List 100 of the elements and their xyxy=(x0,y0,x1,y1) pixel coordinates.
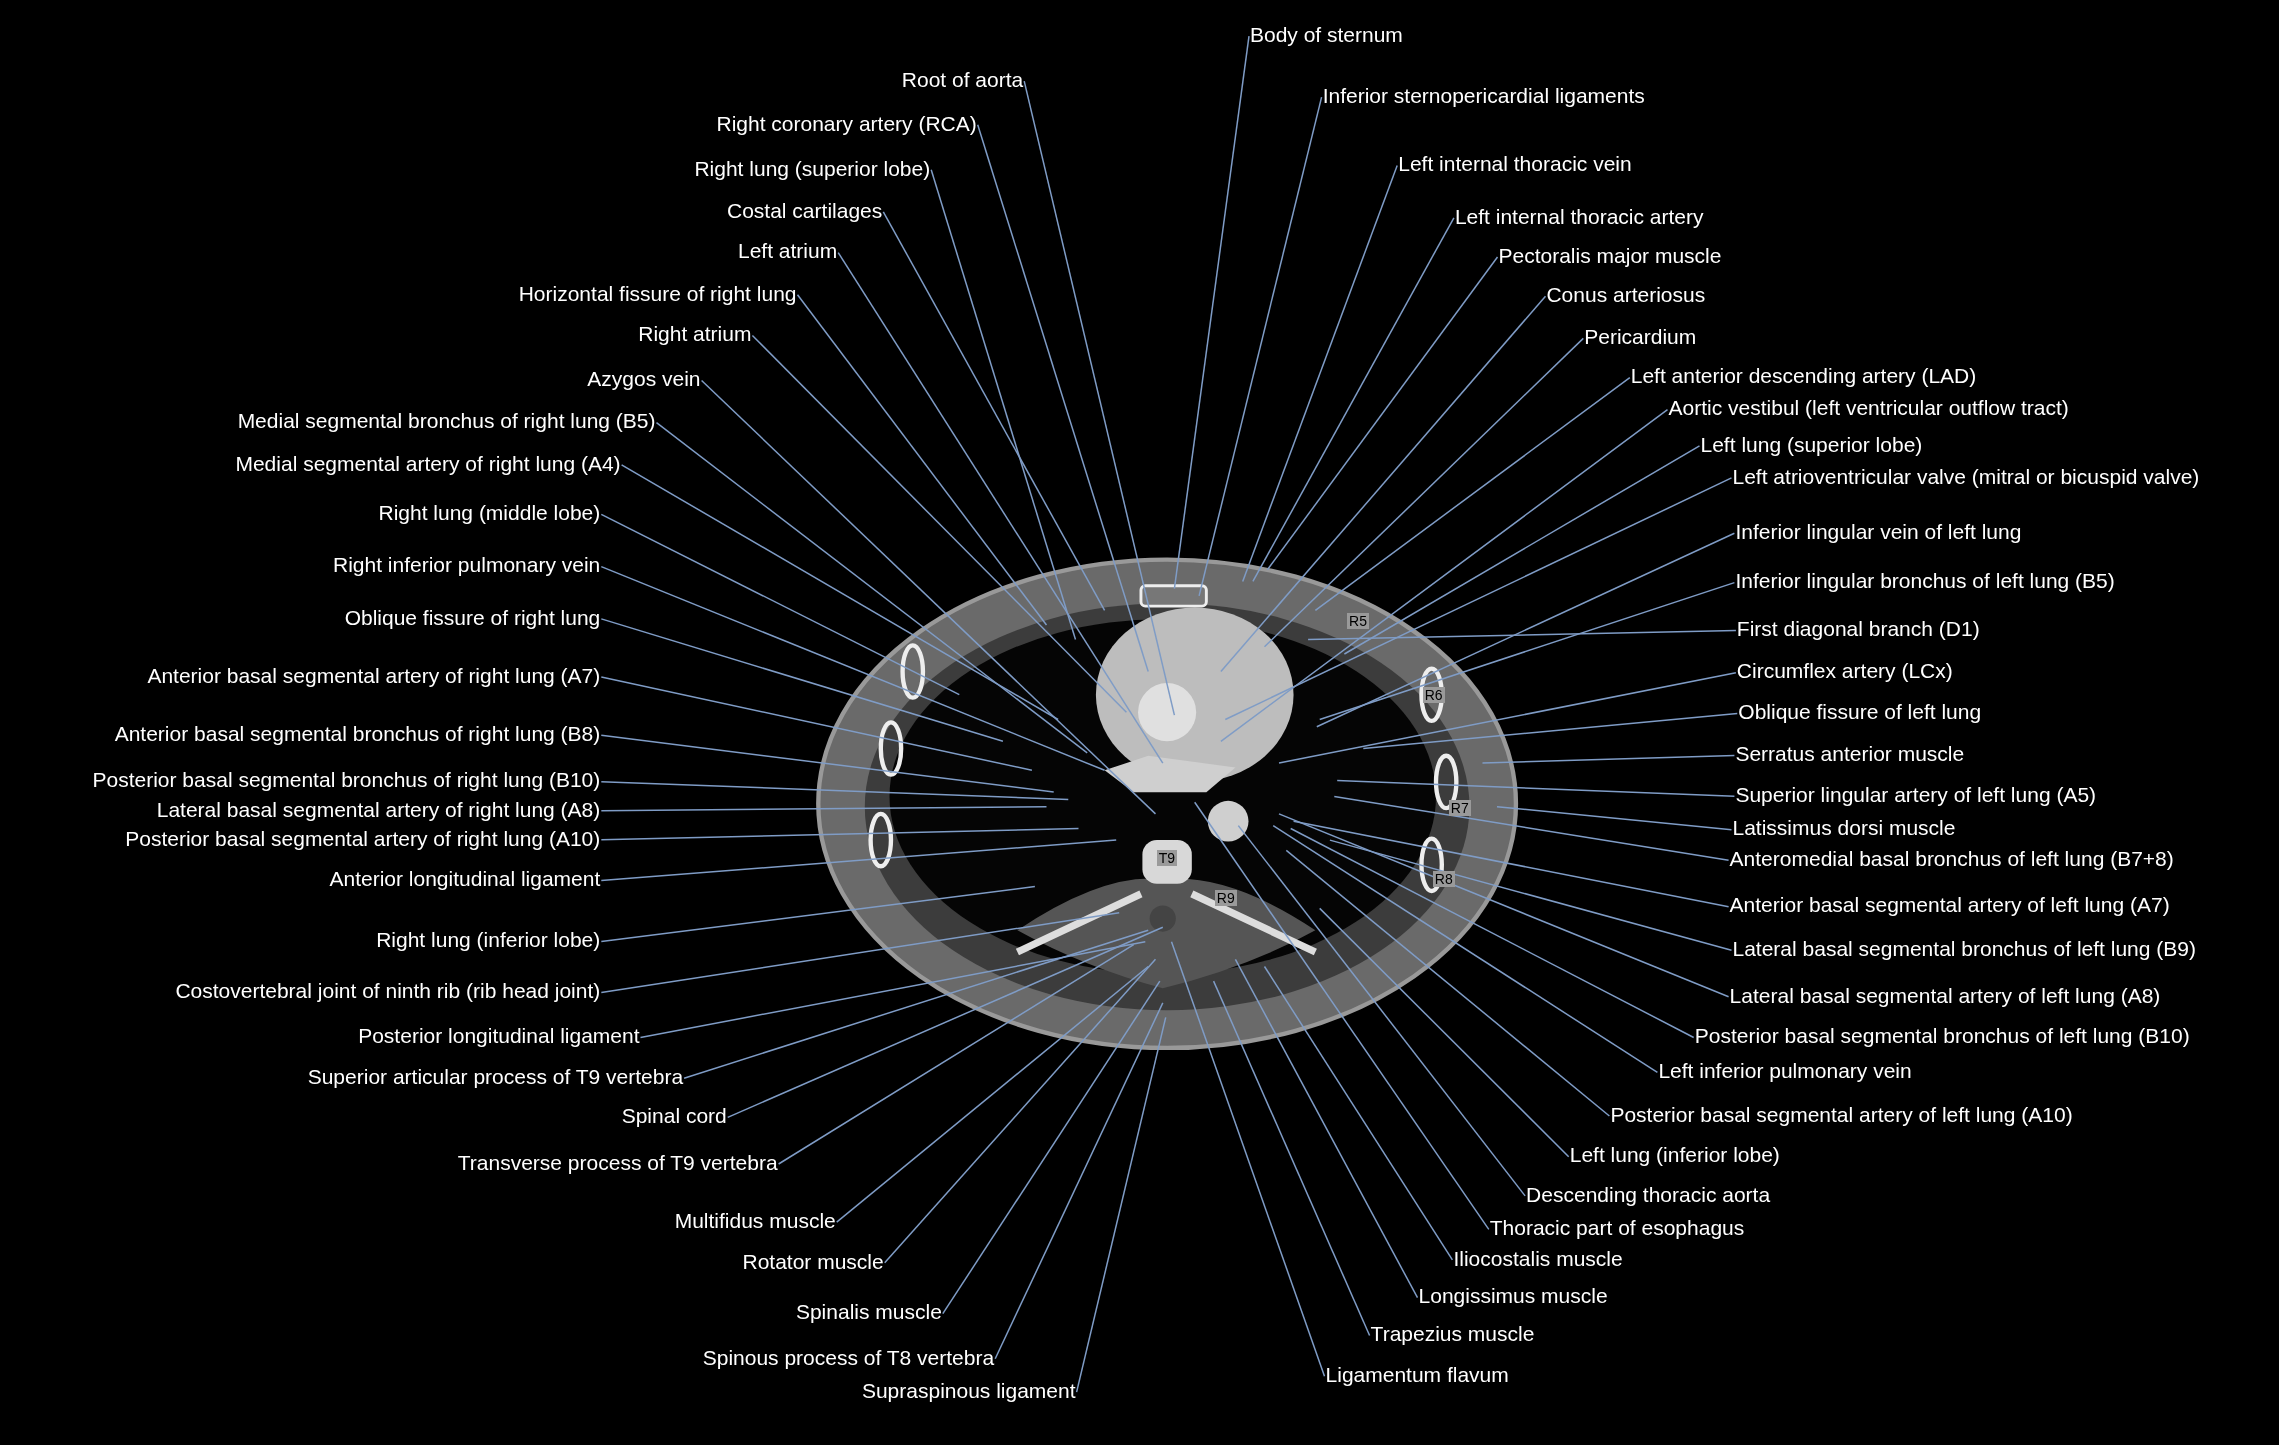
callout-label: Azygos vein xyxy=(587,367,701,392)
leader-line xyxy=(1212,980,1371,1337)
leader-line xyxy=(600,513,961,696)
callout-label: Right lung (inferior lobe) xyxy=(376,928,601,953)
callout-label: Right atrium xyxy=(638,322,752,347)
leader-line xyxy=(600,827,1080,841)
leader-line xyxy=(1173,35,1250,590)
leader-line xyxy=(835,965,1149,1223)
leader-line xyxy=(1314,376,1631,612)
callout-label: Oblique fissure of left lung xyxy=(1738,700,1982,725)
callout-label: Horizontal fissure of right lung xyxy=(518,281,797,306)
leader-line xyxy=(796,294,1048,626)
callout-label: Costovertebral joint of ninth rib (rib head joint) xyxy=(175,979,601,1004)
leader-line xyxy=(1336,779,1736,797)
callout-label: Costal cartilages xyxy=(727,198,883,223)
leader-line xyxy=(600,805,1048,812)
callout-label: Inferior sternopericardial ligaments xyxy=(1322,83,1645,108)
leader-line xyxy=(1343,445,1701,655)
leader-line xyxy=(1198,96,1323,597)
leader-line xyxy=(1318,581,1736,721)
callout-label: Superior articular process of T9 vertebra xyxy=(307,1065,684,1089)
callout-label: Ligamentum flavum xyxy=(1325,1362,1509,1387)
leader-line xyxy=(1272,824,1659,1074)
callout-label: First diagonal branch (D1) xyxy=(1736,617,1980,642)
callout-label: Anterior basal segmental artery of right lung (A7) xyxy=(147,663,601,688)
callout-label: Left internal thoracic artery xyxy=(1454,204,1704,229)
leader-line xyxy=(1329,839,1733,952)
leader-line xyxy=(1362,712,1739,750)
callout-label: Rotator muscle xyxy=(742,1249,884,1274)
leader-line xyxy=(882,211,1106,612)
callout-label: Posterior basal segmental artery of left lung (A10) xyxy=(1610,1102,2073,1127)
leader-line xyxy=(1318,907,1570,1158)
leader-line xyxy=(1333,795,1730,861)
callout-label: Left lung (superior lobe) xyxy=(1700,432,1923,457)
leader-line xyxy=(600,839,1117,882)
leader-line xyxy=(1263,965,1454,1261)
leader-line xyxy=(600,734,1055,793)
callout-label: Superior lingular artery of left lung (A5) xyxy=(1735,783,2097,808)
leader-line xyxy=(1263,337,1585,648)
leader-line xyxy=(1285,849,1611,1117)
callout-label: Thoracic part of esophagus xyxy=(1489,1216,1745,1241)
callout-label: Aortic vestibul (left ventricular outflow tract) xyxy=(1668,396,2069,421)
leader-line xyxy=(620,464,1059,721)
callout-label: Lateral basal segmental artery of left lung (A8) xyxy=(1729,983,2161,1008)
leader-line xyxy=(1170,941,1326,1377)
leader-line xyxy=(1237,824,1526,1197)
leader-line xyxy=(1075,1016,1167,1393)
leader-line xyxy=(777,943,1135,1165)
callout-label: Posterior longitudinal ligament xyxy=(358,1024,640,1049)
callout-label: Right inferior pulmonary vein xyxy=(333,553,601,578)
leader-line xyxy=(1266,256,1499,571)
callout-label: Supraspinous ligament xyxy=(861,1378,1076,1403)
callout-label: Posterior basal segmental bronchus of right lung (B10) xyxy=(92,768,601,793)
leader-line xyxy=(700,379,1157,815)
leader-line xyxy=(1481,754,1736,764)
callout-label: Latissimus dorsi muscle xyxy=(1732,816,1956,841)
callout-label: Posterior basal segmental bronchus of left lung (B10) xyxy=(1694,1024,2190,1049)
callout-label: Right lung (superior lobe) xyxy=(694,156,931,181)
callout-label: Trapezius muscle xyxy=(1370,1322,1535,1347)
callout-label: Left lung (inferior lobe) xyxy=(1569,1143,1780,1168)
callout-label: Right lung (middle lobe) xyxy=(378,501,601,526)
callout-label: Left internal thoracic vein xyxy=(1398,152,1632,177)
leader-line xyxy=(930,169,1077,641)
leader-line xyxy=(1220,408,1669,743)
callout-label: Descending thoracic aorta xyxy=(1526,1182,1771,1207)
leader-line xyxy=(1224,477,1733,721)
leader-line xyxy=(1278,671,1737,764)
leader-line xyxy=(1289,827,1695,1039)
leader-line xyxy=(600,676,1033,772)
leader-line xyxy=(1193,801,1490,1231)
callout-label: Inferior lingular vein of left lung xyxy=(1735,519,2022,544)
callout-label: Serratus anterior muscle xyxy=(1735,742,1965,767)
callout-label: Pericardium xyxy=(1584,325,1697,350)
callout-label: Left atrium xyxy=(737,239,838,264)
callout-label: Transverse process of T9 vertebra xyxy=(457,1150,778,1175)
leader-line xyxy=(837,251,1164,764)
leader-line xyxy=(600,885,1036,943)
callout-label: Left anterior descending artery (LAD) xyxy=(1630,364,1977,389)
callout-label: Anterior longitudinal ligament xyxy=(329,867,601,892)
callout-label: Longissimus muscle xyxy=(1418,1284,1608,1309)
leader-line xyxy=(600,618,1004,743)
leader-line xyxy=(1496,805,1733,831)
leader-line xyxy=(1307,629,1737,641)
leader-line xyxy=(751,334,1128,713)
leader-line xyxy=(994,1002,1164,1360)
callout-label: Left inferior pulmonary vein xyxy=(1658,1059,1912,1084)
leader-line xyxy=(600,912,1120,994)
leader-line xyxy=(1278,813,1730,998)
callout-label: Oblique fissure of right lung xyxy=(344,605,601,630)
leader-line xyxy=(1316,532,1736,728)
leader-line xyxy=(1220,295,1547,673)
rib-label: R9 xyxy=(1214,890,1237,907)
callout-label: Multifidus muscle xyxy=(674,1208,836,1233)
callout-label: Iliocostalis muscle xyxy=(1453,1246,1623,1271)
rib-label: R8 xyxy=(1432,871,1455,888)
leader-line xyxy=(639,941,1147,1039)
callout-label: Right coronary artery (RCA) xyxy=(716,111,977,136)
leader-line xyxy=(1252,217,1455,583)
leader-line xyxy=(600,565,1106,772)
callout-label: Lateral basal segmental bronchus of left lung (B9) xyxy=(1732,937,2196,962)
